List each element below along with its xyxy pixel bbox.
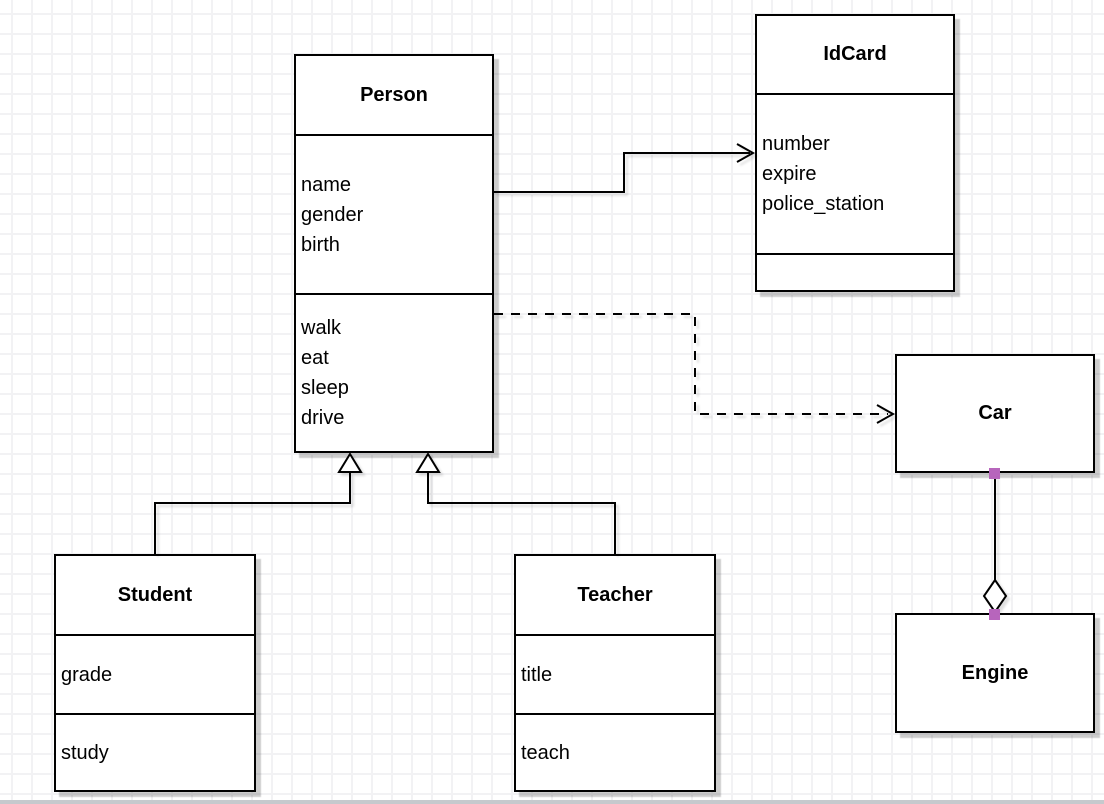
class-title-student: Student [117, 583, 193, 606]
class-box-student[interactable]: Student grade study [54, 554, 256, 792]
class-box-person[interactable]: Person name gender birth walk eat sleep … [294, 54, 494, 453]
open-arrow-icon [736, 143, 756, 163]
attribute-item: title [521, 663, 553, 686]
connection-handle-engine-top[interactable] [989, 609, 1000, 620]
idcard-attributes-compartment: number expire police_station [757, 93, 953, 253]
hollow-triangle-icon [415, 452, 441, 473]
attribute-item: police_station [762, 193, 885, 215]
attribute-item: grade [61, 663, 113, 686]
class-box-idcard[interactable]: IdCard number expire police_station [755, 14, 955, 292]
class-box-engine[interactable]: Engine [895, 613, 1095, 733]
student-methods-compartment: study [56, 713, 254, 790]
method-item: eat [301, 347, 329, 369]
idcard-methods-compartment [757, 253, 953, 290]
attribute-item: number [762, 133, 830, 155]
class-title-teacher: Teacher [577, 583, 653, 606]
hollow-diamond-icon [982, 578, 1008, 614]
student-attributes-compartment: grade [56, 634, 254, 713]
method-item: walk [301, 317, 342, 339]
edge-student-person-generalization[interactable] [154, 452, 363, 554]
teacher-methods-compartment: teach [516, 713, 714, 790]
class-title-car: Car [978, 402, 1012, 424]
method-item: drive [301, 407, 345, 429]
method-item: teach [521, 741, 570, 764]
class-title-person: Person [360, 83, 428, 106]
hollow-triangle-icon [337, 452, 363, 473]
method-item: sleep [301, 377, 349, 399]
attribute-item: birth [301, 233, 340, 256]
edge-teacher-person-generalization[interactable] [415, 452, 616, 554]
edge-person-idcard-association[interactable] [494, 143, 756, 193]
method-item: study [61, 741, 109, 764]
teacher-attributes-compartment: title [516, 634, 714, 713]
open-arrow-icon [876, 404, 896, 424]
bottom-edge-strip [0, 800, 1104, 804]
person-attributes-compartment: name gender birth [296, 134, 492, 293]
class-title-idcard: IdCard [823, 43, 887, 65]
edge-person-car-dependency[interactable] [494, 313, 896, 424]
attribute-item: name [301, 173, 352, 196]
class-title-engine: Engine [961, 661, 1029, 684]
attribute-item: gender [301, 203, 364, 226]
person-methods-compartment: walk eat sleep drive [296, 293, 492, 451]
attribute-item: expire [762, 163, 817, 185]
class-box-teacher[interactable]: Teacher title teach [514, 554, 716, 792]
class-box-car[interactable]: Car [895, 354, 1095, 473]
connection-handle-car-bottom[interactable] [989, 468, 1000, 479]
edge-car-engine-aggregation[interactable] [982, 473, 1008, 614]
